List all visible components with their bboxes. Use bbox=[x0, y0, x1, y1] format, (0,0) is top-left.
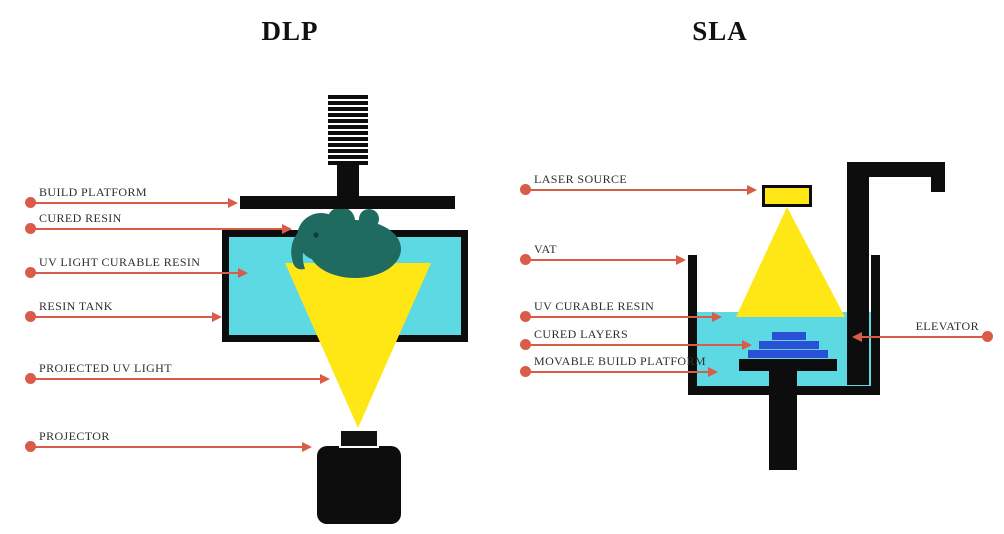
arrow-right-icon bbox=[228, 198, 238, 208]
arrow-right-icon bbox=[302, 442, 312, 452]
callout-dot bbox=[520, 311, 531, 322]
arrow-right-icon bbox=[320, 374, 330, 384]
callout-line bbox=[30, 378, 326, 380]
callout-label: MOVABLE BUILD PLATFORM bbox=[534, 354, 706, 368]
arrow-right-icon bbox=[742, 340, 752, 350]
callout-line bbox=[30, 272, 244, 274]
sla-title: SLA bbox=[692, 16, 748, 46]
callout-line bbox=[525, 344, 748, 346]
arrow-right-icon bbox=[212, 312, 222, 322]
sla-cured-layer-bottom bbox=[748, 350, 828, 358]
arrow-right-icon bbox=[282, 224, 292, 234]
callout-build-platform: BUILD PLATFORM bbox=[25, 185, 238, 209]
dlp-title: DLP bbox=[261, 16, 319, 46]
callout-laser-source: LASER SOURCE bbox=[520, 172, 757, 196]
dlp-cured-resin-elephant bbox=[291, 207, 401, 278]
callout-dot bbox=[25, 441, 36, 452]
callout-line bbox=[30, 446, 308, 448]
callout-line bbox=[525, 316, 718, 318]
callout-vat: VAT bbox=[520, 242, 686, 266]
callout-label: UV LIGHT CURABLE RESIN bbox=[39, 255, 201, 269]
arrow-left-icon bbox=[852, 332, 862, 342]
callout-dot bbox=[520, 254, 531, 265]
callout-dot bbox=[25, 267, 36, 278]
callout-label: ELEVATOR bbox=[915, 319, 979, 333]
callout-line bbox=[525, 259, 682, 261]
callout-line bbox=[30, 202, 234, 204]
callout-resin-tank: RESIN TANK bbox=[25, 299, 222, 323]
sla-cured-layer-middle bbox=[759, 341, 819, 349]
callout-line bbox=[30, 316, 218, 318]
callout-line bbox=[525, 189, 753, 191]
callout-projector: PROJECTOR bbox=[25, 429, 312, 453]
arrow-right-icon bbox=[238, 268, 248, 278]
callout-label: BUILD PLATFORM bbox=[39, 185, 147, 199]
arrow-right-icon bbox=[708, 367, 718, 377]
sla-vat-right-wall bbox=[871, 255, 880, 395]
callout-label: PROJECTED UV LIGHT bbox=[39, 361, 172, 375]
callout-dot bbox=[520, 184, 531, 195]
callout-dot bbox=[520, 366, 531, 377]
sla-frame-top-bar bbox=[847, 162, 945, 177]
dlp-projector-lens bbox=[339, 429, 379, 448]
callout-cured-layers: CURED LAYERS bbox=[520, 327, 752, 351]
callout-label: CURED LAYERS bbox=[534, 327, 629, 341]
arrow-right-icon bbox=[676, 255, 686, 265]
dlp-projector-body bbox=[317, 446, 401, 524]
dlp-threaded-rod bbox=[328, 95, 368, 165]
callout-dot bbox=[25, 197, 36, 208]
callout-dot bbox=[982, 331, 993, 342]
callout-dot bbox=[520, 339, 531, 350]
callout-label: LASER SOURCE bbox=[534, 172, 628, 186]
callout-label: RESIN TANK bbox=[39, 299, 113, 313]
arrow-right-icon bbox=[712, 312, 722, 322]
callout-uv-curable-resin: UV CURABLE RESIN bbox=[520, 299, 722, 323]
sla-build-platform bbox=[739, 359, 837, 371]
callout-label: VAT bbox=[534, 242, 557, 256]
callout-label: PROJECTOR bbox=[39, 429, 110, 443]
callout-label: UV CURABLE RESIN bbox=[534, 299, 655, 313]
sla-elevator-column bbox=[847, 162, 869, 385]
dlp-rod-shaft bbox=[337, 163, 359, 199]
callout-line bbox=[30, 228, 288, 230]
callout-dot bbox=[25, 311, 36, 322]
callout-line bbox=[857, 336, 989, 338]
sla-frame-right-stub bbox=[931, 162, 945, 192]
callout-dot bbox=[25, 223, 36, 234]
elephant-eye-icon bbox=[313, 232, 319, 238]
dlp-build-platform bbox=[240, 196, 455, 209]
arrow-right-icon bbox=[747, 185, 757, 195]
sla-vat-left-wall bbox=[688, 255, 697, 395]
callout-elevator: ELEVATOR bbox=[852, 319, 993, 343]
callout-line bbox=[525, 371, 714, 373]
callout-dot bbox=[25, 373, 36, 384]
dlp-uv-beam bbox=[285, 263, 431, 428]
callout-cured-resin: CURED RESIN bbox=[25, 211, 292, 235]
callout-label: CURED RESIN bbox=[39, 211, 122, 225]
sla-platform-post bbox=[769, 371, 797, 470]
callout-projected-uv-light: PROJECTED UV LIGHT bbox=[25, 361, 330, 385]
callout-uv-light-curable-resin: UV LIGHT CURABLE RESIN bbox=[25, 255, 248, 279]
sla-laser-source bbox=[762, 185, 812, 207]
sla-laser-beam bbox=[736, 207, 845, 317]
sla-cured-layer-top bbox=[772, 332, 806, 340]
callout-movable-build-platform: MOVABLE BUILD PLATFORM bbox=[520, 354, 718, 378]
